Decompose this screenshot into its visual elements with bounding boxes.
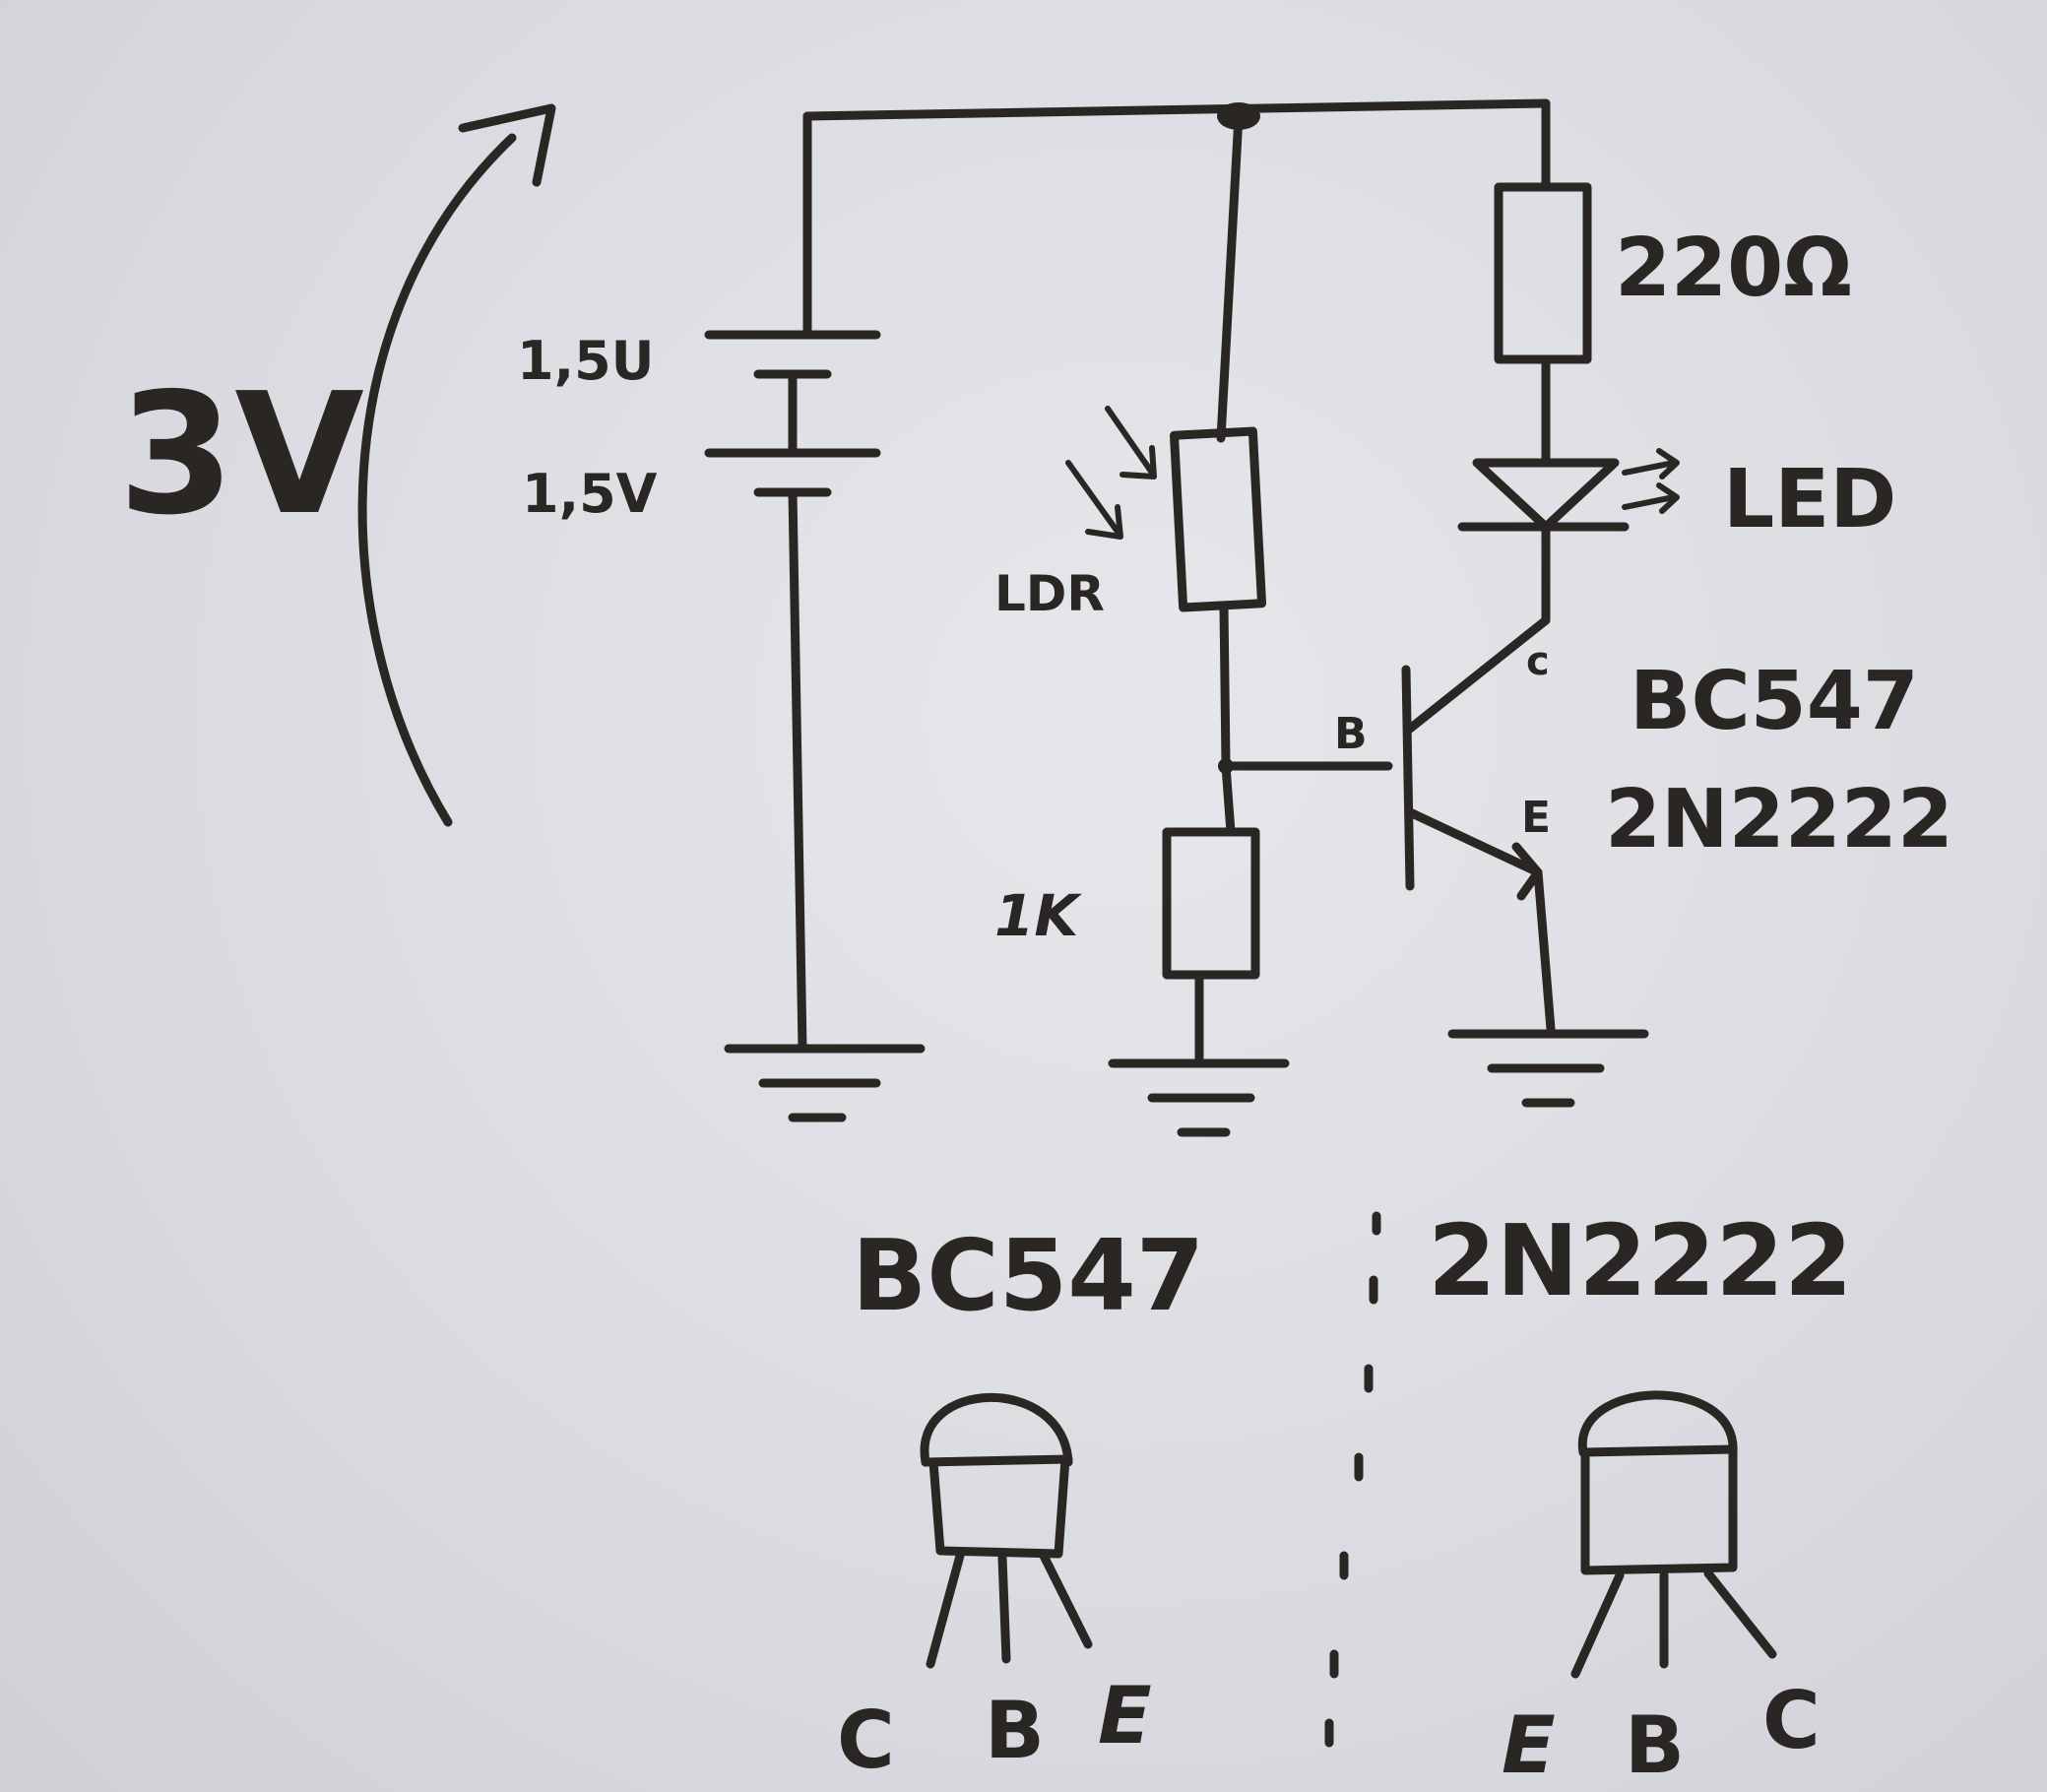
ground-emitter — [1447, 1029, 1649, 1108]
bc547-pin-3: E — [1098, 1670, 1152, 1761]
battery — [704, 111, 881, 1054]
2n2222-pin-3: C — [1762, 1675, 1821, 1766]
pinout-divider — [1324, 1211, 1381, 1748]
ldr-label: LDR — [994, 565, 1105, 622]
2n2222-pin-2: B — [1625, 1699, 1685, 1791]
pin-c-label: c — [1526, 639, 1550, 684]
transistor-2-label: 2N2222 — [1605, 773, 1953, 866]
light-arrows-icon — [1065, 406, 1157, 540]
bc547-pin-2: B — [985, 1685, 1045, 1776]
led-label: LED — [1723, 453, 1896, 546]
voltage-arrow — [357, 103, 556, 827]
ground-battery — [724, 1044, 926, 1122]
led-icon — [1457, 448, 1680, 625]
pin-e-label: E — [1521, 793, 1551, 843]
top-rail — [802, 98, 1551, 192]
resistor-1k — [1162, 827, 1260, 1063]
transistor-1-label: BC547 — [1630, 655, 1919, 748]
2n2222-package-icon — [1570, 1390, 1777, 1679]
resistor-1k-label: 1K — [994, 882, 1082, 949]
bc547-package-icon — [920, 1392, 1093, 1669]
bc547-pin-1: C — [837, 1695, 895, 1786]
cell-top-label: 1,5U — [517, 330, 655, 392]
ground-divider — [1108, 1058, 1290, 1137]
pin-b-label: B — [1334, 709, 1368, 759]
ldr-branch — [1170, 111, 1267, 837]
resistor-220-label: 220Ω — [1615, 222, 1852, 315]
supply-voltage-label: 3V — [118, 357, 364, 552]
2n2222-pin-1: E — [1502, 1699, 1556, 1791]
transistor-symbol — [1401, 615, 1556, 1034]
resistor-220 — [1494, 182, 1592, 463]
pinout-1-title: BC547 — [852, 1218, 1204, 1333]
cell-bottom-label: 1,5V — [522, 463, 658, 525]
pinout-2-title: 2N2222 — [1428, 1203, 1853, 1318]
